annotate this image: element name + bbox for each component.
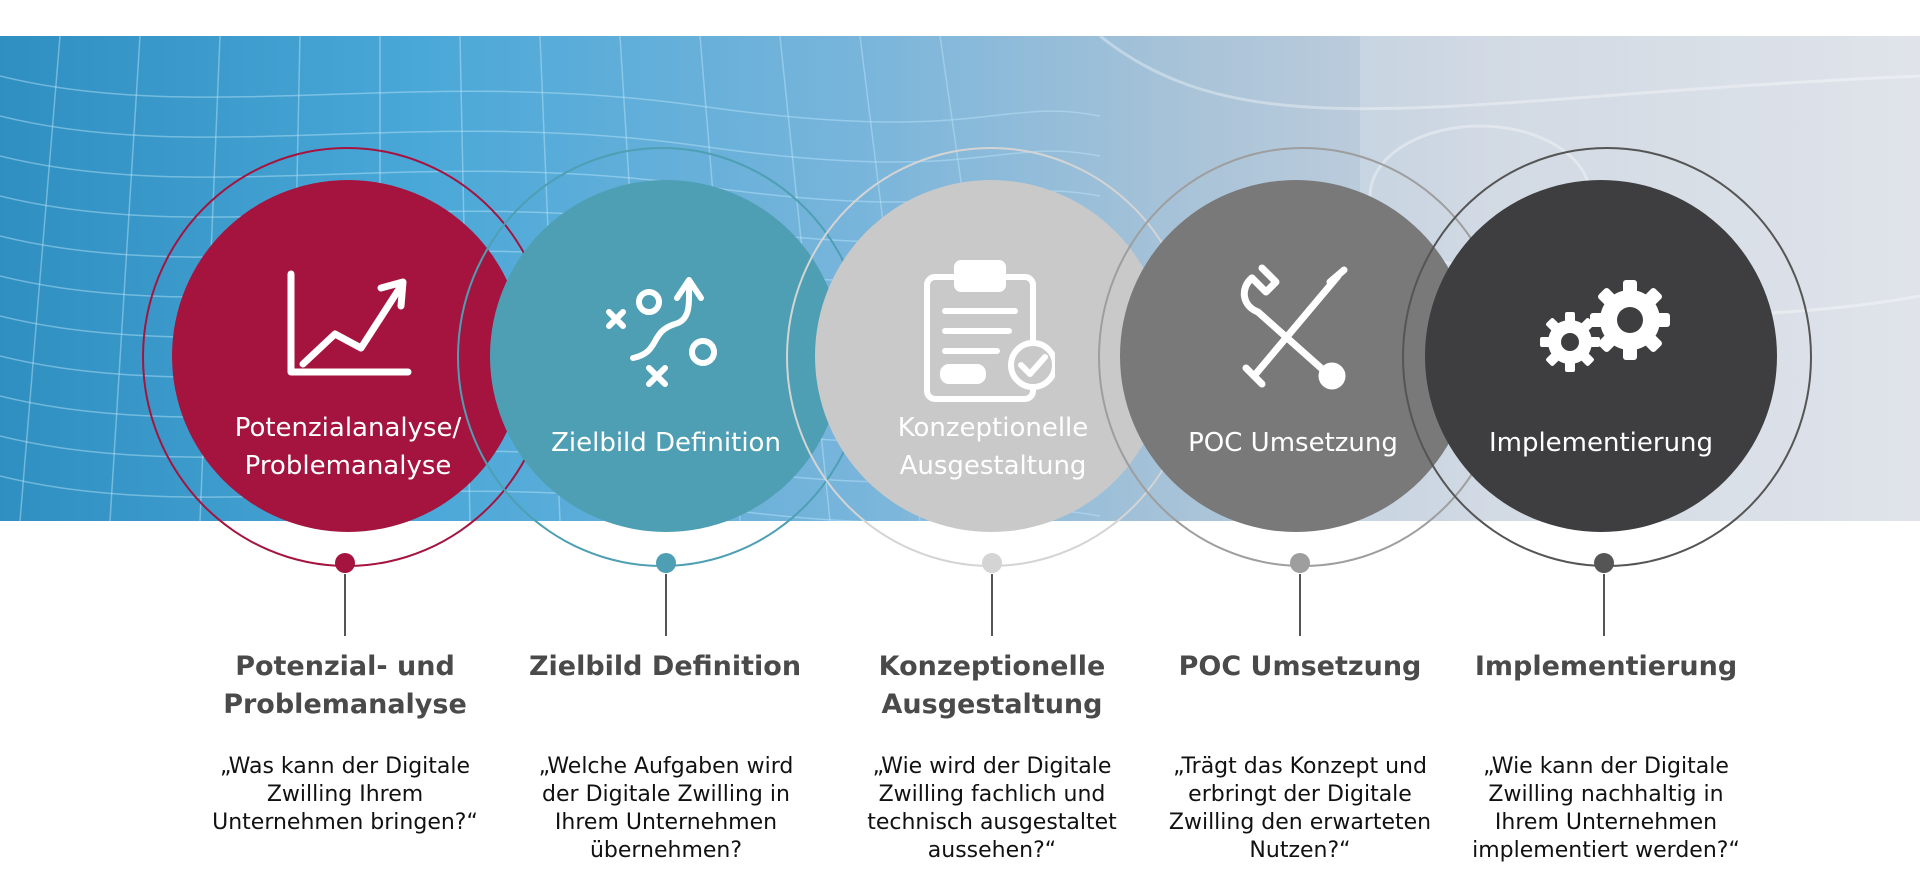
- line-chart-icon: [273, 262, 423, 402]
- step-1-circle-label: Potenzialanalyse/ Problemanalyse: [234, 413, 462, 481]
- step-5-connector: [1603, 574, 1605, 636]
- step-4-question: „Trägt das Konzept und erbringt der Digi…: [1168, 754, 1432, 863]
- step-3-dot: [982, 553, 1002, 573]
- step-4-connector: [1299, 574, 1301, 636]
- step-3-question: „Wie wird der Digitale Zwilling fachlich…: [867, 754, 1117, 863]
- step-2-title: Zielbild Definition: [528, 651, 802, 682]
- step-4-dot: [1290, 553, 1310, 573]
- tools-icon: [1220, 258, 1370, 398]
- step-3-circle-label: Konzeptionelle Ausgestaltung: [897, 413, 1089, 481]
- step-1-title: Potenzial- und Problemanalyse: [223, 651, 467, 720]
- step-1-connector: [344, 574, 346, 636]
- gears-icon: [1525, 262, 1675, 402]
- step-2-connector: [665, 574, 667, 636]
- step-3-title: Konzeptionelle Ausgestaltung: [878, 651, 1106, 720]
- step-5-circle-label: Implementierung: [1488, 428, 1714, 458]
- clipboard-check-icon: [905, 255, 1058, 402]
- step-4-circle-label: POC Umsetzung: [1188, 428, 1398, 458]
- step-2-circle-label: Zielbild Definition: [551, 428, 781, 458]
- step-1-question: „Was kann der Digitale Zwilling Ihrem Un…: [212, 754, 478, 835]
- step-2-dot: [656, 553, 676, 573]
- step-2-circle: [490, 180, 842, 532]
- strategy-plan-icon: [591, 262, 741, 402]
- step-5-circle: [1425, 180, 1777, 532]
- step-5-dot: [1594, 553, 1614, 573]
- step-5-question: „Wie kann der Digitale Zwilling nachhalt…: [1472, 754, 1740, 863]
- step-3-connector: [991, 574, 993, 636]
- step-5-title: Implementierung: [1474, 651, 1738, 682]
- step-4-title: POC Umsetzung: [1178, 651, 1422, 682]
- step-1-dot: [335, 553, 355, 573]
- step-2-question: „Welche Aufgaben wird der Digitale Zwill…: [538, 754, 794, 863]
